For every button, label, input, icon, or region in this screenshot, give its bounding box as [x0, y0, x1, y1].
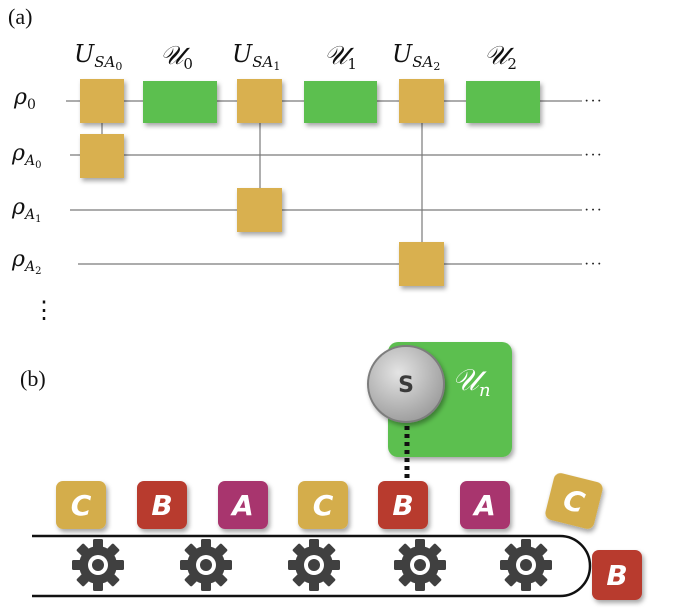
- system-s-label: S: [398, 373, 414, 398]
- unitary-label-2: 𝒰2: [484, 41, 517, 73]
- gear-icon: [72, 539, 124, 591]
- wire-label-rhoA1: ρA1: [11, 195, 41, 225]
- gear-hub: [200, 559, 212, 571]
- conveyor-belt: [32, 534, 592, 598]
- block-body: [218, 481, 268, 529]
- gate-label-usa2: USA2: [392, 40, 440, 73]
- belt-block-a: A: [460, 481, 510, 529]
- vertical-ellipsis: ⋮: [32, 296, 56, 324]
- block-body: [545, 473, 603, 529]
- gear-icon: [500, 539, 552, 591]
- wire-label-rho0: ρ0: [13, 85, 36, 113]
- wire-labels: ρ0 ρA0 ρA1 ρA2: [11, 85, 41, 277]
- block-letter: A: [472, 489, 496, 522]
- wire-label-rhoA0: ρA0: [11, 141, 41, 171]
- continuation-dots-3: ···: [584, 256, 603, 273]
- block-letter: B: [606, 559, 627, 592]
- block-letter: B: [392, 489, 413, 522]
- unitary-label-1: 𝒰1: [324, 41, 357, 73]
- block-body: [298, 481, 348, 529]
- gate-usa1-system: [237, 79, 282, 123]
- gear-icon: [394, 539, 446, 591]
- block-letter: B: [151, 489, 172, 522]
- gate-usa2-ancilla: [399, 242, 444, 286]
- unitary-block-1: [304, 81, 377, 123]
- falling-block-b: B: [592, 550, 642, 600]
- belt-block-b: B: [378, 481, 428, 529]
- block-body: [378, 481, 428, 529]
- gate-label-usa0: USA0: [74, 40, 122, 73]
- belt-block-b: B: [137, 481, 187, 529]
- block-letter: A: [230, 489, 254, 522]
- unitary-block-0: [143, 81, 217, 123]
- gate-labels: USA0 𝒰0 USA1 𝒰1 USA2 𝒰2: [74, 40, 517, 73]
- gear-hub: [520, 559, 532, 571]
- wire-label-rhoA2: ρA2: [11, 247, 41, 277]
- panel-b-label: (b): [20, 366, 46, 391]
- unitary-label-0: 𝒰0: [160, 41, 193, 73]
- gate-usa0-ancilla: [80, 134, 124, 178]
- gear-hub: [414, 559, 426, 571]
- block-body: [56, 481, 106, 529]
- gear-icon: [180, 539, 232, 591]
- continuation-dots-0: ···: [584, 93, 603, 110]
- system-s-circle: [367, 345, 445, 423]
- falling-blocks: CB: [545, 473, 642, 600]
- continuation-dots-1: ···: [584, 147, 603, 164]
- belt-block-c: C: [56, 481, 106, 529]
- falling-block-c: C: [545, 473, 603, 529]
- continuation-dots-2: ···: [584, 202, 603, 219]
- block-body: [460, 481, 510, 529]
- belt-block-c: C: [298, 481, 348, 529]
- gear-hub: [308, 559, 320, 571]
- block-body: [137, 481, 187, 529]
- gate-label-usa1: USA1: [232, 40, 280, 73]
- gate-usa0-system: [80, 79, 124, 123]
- belt-block-a: A: [218, 481, 268, 529]
- block-letter: C: [313, 489, 334, 522]
- panel-a-label: (a): [8, 4, 32, 29]
- unitary-block-2: [466, 81, 540, 123]
- gear-icon: [288, 539, 340, 591]
- gate-usa2-system: [399, 79, 444, 123]
- block-body: [592, 550, 642, 600]
- gate-usa1-ancilla: [237, 188, 282, 232]
- block-letter: C: [71, 489, 92, 522]
- conveyor-gears: [72, 539, 552, 591]
- gear-hub: [92, 559, 104, 571]
